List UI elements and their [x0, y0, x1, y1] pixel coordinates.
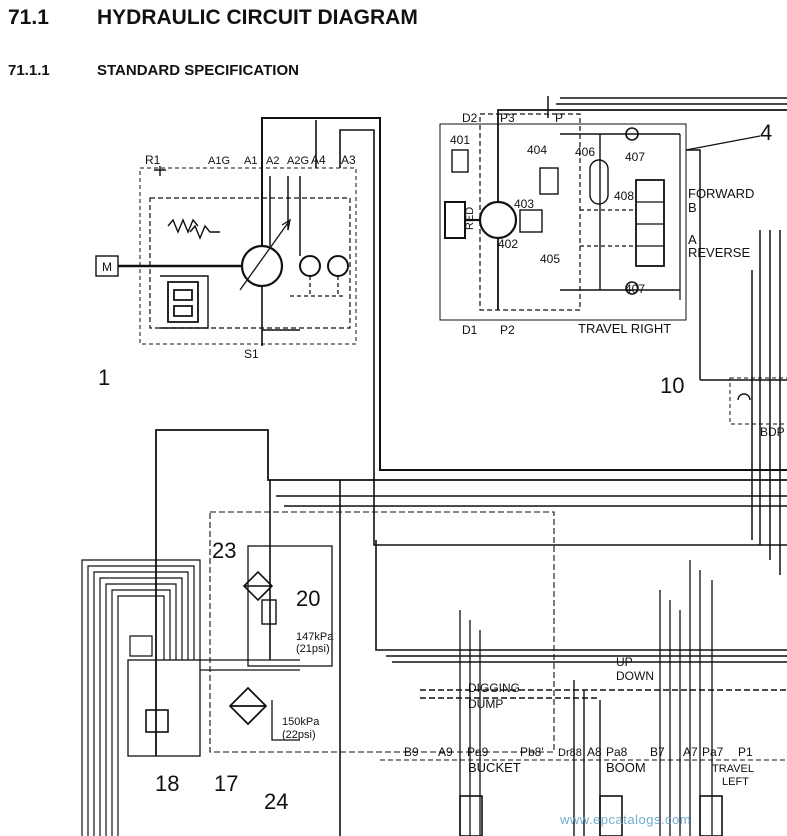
label-p1: P1 [738, 745, 753, 759]
label-a1g: A1G [208, 155, 230, 167]
callout-23: 23 [212, 538, 236, 563]
part-401 [451, 149, 469, 173]
part-18-symbol [145, 709, 169, 733]
label-401: 401 [450, 133, 470, 147]
label-bucket: BUCKET [468, 760, 521, 775]
travel-motor-symbol [478, 200, 518, 240]
control-valve [375, 540, 787, 836]
label-pa9: Pa9 [467, 745, 489, 759]
part-18-frame [127, 659, 201, 757]
label-pb8: Pb8' [520, 745, 544, 759]
label-p3: P3 [500, 111, 515, 125]
label-a9: A9 [438, 745, 453, 759]
label-a3: A3 [341, 153, 356, 167]
label-digging: DIGGING [468, 681, 520, 695]
pilot-pump-1 [299, 255, 321, 277]
label-406: 406 [575, 145, 595, 159]
label-22psi: (22psi) [282, 729, 316, 741]
filter-group [127, 429, 787, 836]
part-23-symbol [242, 570, 274, 602]
reduction-gear-box [444, 201, 466, 239]
label-a: A [688, 232, 697, 247]
label-r1: R1 [145, 153, 161, 167]
label-21psi: (21psi) [296, 643, 330, 655]
label-red: RED [464, 207, 476, 230]
label-b9: B9 [404, 745, 419, 759]
callout-4: 4 [760, 120, 772, 145]
label-d1: D1 [462, 323, 478, 337]
pilot-pump-2 [327, 255, 349, 277]
label-reverse: REVERSE [688, 245, 750, 260]
label-dump: DUMP [468, 697, 503, 711]
part-10-box [729, 377, 787, 425]
label-left: LEFT [722, 776, 749, 788]
label-d2: D2 [462, 111, 478, 125]
label-pa7: Pa7 [702, 745, 724, 759]
section-title: HYDRAULIC CIRCUIT DIAGRAM [97, 6, 418, 29]
callout-18: 18 [155, 771, 179, 796]
callout-24: 24 [264, 789, 288, 814]
label-a2: A2 [266, 155, 279, 167]
label-dr: Dr88 [558, 747, 582, 759]
label-p: P [555, 111, 563, 125]
label-a1: A1 [244, 155, 257, 167]
label-150kpa: 150kPa [282, 716, 320, 728]
label-down: DOWN [616, 669, 654, 683]
label-405: 405 [540, 252, 560, 266]
label-404: 404 [527, 143, 547, 157]
label-403: 403 [514, 197, 534, 211]
label-p2: P2 [500, 323, 515, 337]
label-407-bottom: 407 [625, 282, 645, 296]
left-line-bundle [81, 559, 201, 836]
label-402: 402 [498, 237, 518, 251]
section-number: 71.1 [8, 6, 49, 29]
label-motor: M [102, 260, 112, 274]
label-b: B [688, 200, 697, 215]
main-pump-symbol [240, 244, 284, 288]
part-404 [539, 167, 559, 195]
travel-motor-right [439, 109, 787, 321]
part-17-symbol [228, 686, 268, 726]
label-a8: A8 [587, 745, 602, 759]
label-travel: TRAVEL [712, 763, 754, 775]
part-406 [589, 159, 609, 205]
label-forward: FORWARD [688, 186, 754, 201]
label-bdp: BDP [760, 425, 785, 439]
label-travel-right: TRAVEL RIGHT [578, 321, 671, 336]
label-a7: A7 [683, 745, 698, 759]
callout-10: 10 [660, 373, 684, 398]
subsection-title: STANDARD SPECIFICATION [97, 62, 299, 79]
main-pump-group [95, 117, 787, 546]
label-boom: BOOM [606, 760, 646, 775]
callout-1: 1 [98, 365, 110, 390]
label-s1: S1 [244, 347, 259, 361]
label-407-top: 407 [625, 150, 645, 164]
part-20-symbol [261, 599, 277, 625]
part-408 [635, 179, 665, 267]
subsection-number: 71.1.1 [8, 62, 50, 79]
label-147kpa: 147kPa [296, 631, 334, 643]
label-b7: B7 [650, 745, 665, 759]
label-a4: A4 [311, 153, 326, 167]
label-pa8: Pa8 [606, 745, 628, 759]
label-408: 408 [614, 189, 634, 203]
label-a2g: A2G [287, 155, 309, 167]
part-403 [519, 209, 543, 233]
callout-17: 17 [214, 771, 238, 796]
callout-20: 20 [296, 586, 320, 611]
label-up: UP [616, 655, 633, 669]
watermark: www.epcatalogs.com [560, 812, 692, 827]
right-side-lines [547, 96, 787, 575]
